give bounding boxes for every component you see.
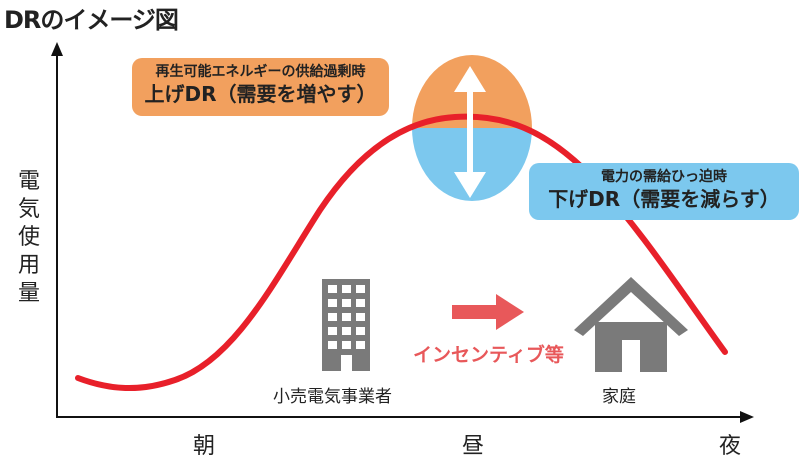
incentive-label: インセンティブ等	[413, 344, 564, 366]
x-axis-arrowhead	[740, 411, 754, 423]
y-axis-label: 電気使用量	[14, 168, 44, 308]
y-axis-label-char: 量	[17, 281, 40, 306]
incentive-arrow-icon	[452, 294, 524, 330]
callout-down-dr: 電力の需給ひっ迫時 下げDR（需要を減らす）	[529, 163, 799, 220]
page-title: DRのイメージ図	[4, 6, 179, 34]
callout-up-title: 上げDR（需要を増やす）	[144, 82, 377, 106]
callout-up-dr: 再生可能エネルギーの供給過剰時 上げDR（需要を増やす）	[132, 58, 389, 116]
retailer-label: 小売電気事業者	[273, 387, 392, 407]
building-icon	[322, 279, 370, 371]
double-arrow-icon	[454, 66, 486, 198]
callout-down-title: 下げDR（需要を減らす）	[548, 187, 780, 211]
y-axis-label-char: 気	[17, 197, 40, 222]
y-axis-label-char: 使	[17, 225, 40, 250]
callout-up-caption: 再生可能エネルギーの供給過剰時	[155, 64, 366, 80]
home-label: 家庭	[602, 387, 636, 407]
x-tick-noon: 昼	[462, 434, 485, 459]
house-icon	[574, 277, 688, 372]
y-axis-label-char: 電	[17, 169, 40, 194]
x-tick-night: 夜	[719, 434, 742, 459]
x-tick-morning: 朝	[193, 434, 216, 459]
callout-down-caption: 電力の需給ひっ迫時	[601, 169, 727, 185]
y-axis-label-char: 用	[17, 253, 40, 278]
y-axis-arrowhead	[51, 42, 63, 56]
